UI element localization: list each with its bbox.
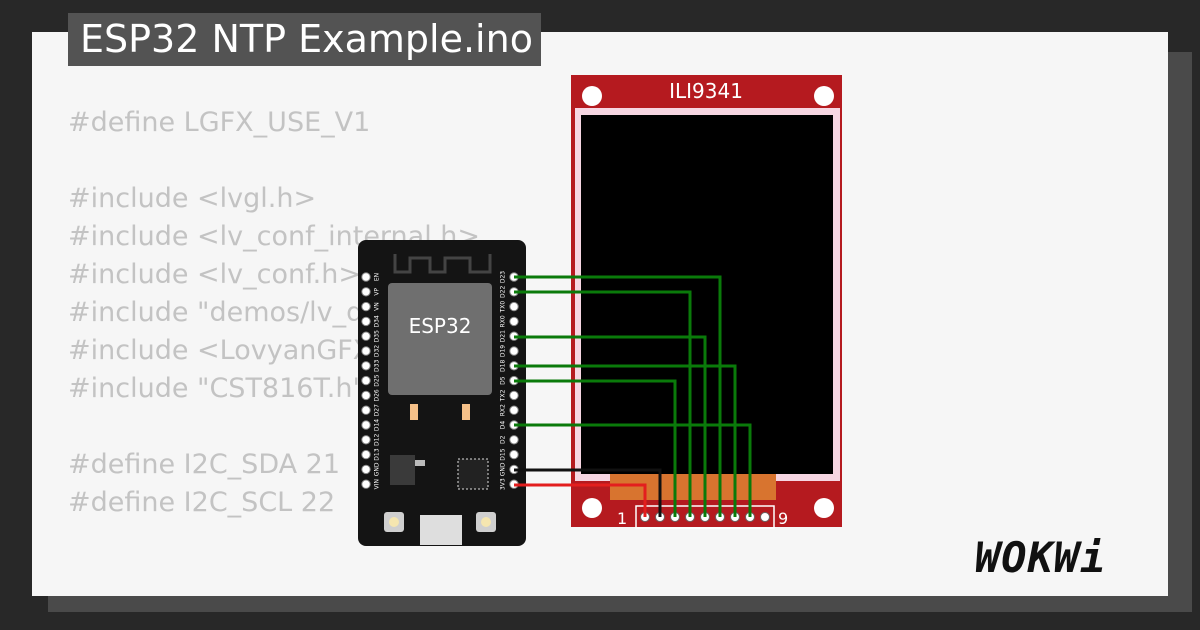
antenna-trace [393, 254, 492, 274]
pin-label: VN [374, 302, 381, 311]
code-line: #define LGFX_USE_V1 [68, 107, 371, 138]
wire-green[interactable] [514, 335, 707, 517]
header-pin[interactable] [361, 331, 371, 341]
screen [581, 115, 833, 474]
pin-label: D23 [500, 271, 507, 283]
header-pin[interactable] [361, 405, 371, 415]
pin-label: D26 [374, 389, 381, 401]
header-pin[interactable] [509, 301, 519, 312]
mount-hole [582, 498, 602, 518]
header-pin[interactable] [509, 449, 519, 460]
pin-label: RX0 [500, 315, 507, 327]
regulator-pin [415, 460, 425, 466]
pin-label: D2 [500, 435, 507, 444]
pin-label: D21 [500, 330, 507, 342]
pin-label: VP [374, 288, 381, 296]
wire-green[interactable] [514, 364, 737, 517]
header-pin[interactable] [361, 464, 371, 475]
pin-label-first: 1 [617, 509, 627, 528]
pin-label: EN [374, 273, 381, 281]
header-pin[interactable] [361, 479, 371, 489]
esp32-board[interactable]: ESP32 [358, 240, 526, 546]
smd-component [462, 404, 470, 420]
display-label: ILI9341 [669, 79, 743, 103]
wire-red[interactable] [514, 483, 647, 517]
pin-label: D25 [374, 374, 381, 386]
header-pin[interactable] [509, 435, 519, 445]
mount-hole [814, 498, 834, 518]
wire-green[interactable] [514, 290, 692, 517]
pin-label: 3V3 [500, 478, 507, 490]
pin-label: D33 [374, 359, 381, 371]
mount-hole [582, 86, 602, 106]
header-pin[interactable] [509, 390, 519, 401]
pin-label: GND [374, 462, 381, 476]
display-pin[interactable] [760, 512, 770, 522]
code-preview: #define LGFX_USE_V1 #include <lvgl.h> #i… [68, 104, 480, 522]
pin-label: VIN [374, 479, 381, 489]
boot-button-cap[interactable] [389, 517, 399, 527]
code-line: #define I2C_SDA 21 [68, 449, 341, 480]
pin-label: D4 [500, 421, 507, 430]
pin-label: D14 [374, 419, 381, 431]
pin-label: RX2 [500, 404, 507, 416]
pin-label: TX0 [500, 301, 507, 314]
pin-label: D12 [374, 433, 381, 445]
smd-component [410, 404, 418, 420]
voltage-regulator [390, 455, 415, 485]
pin-label: D15 [500, 448, 507, 460]
header-pin[interactable] [361, 375, 371, 386]
pin-label: D32 [374, 345, 381, 357]
wire-green[interactable] [514, 275, 722, 517]
wokwi-logo: WOKWi [975, 533, 1107, 582]
pin-label: D13 [374, 448, 381, 460]
code-line: #define I2C_SCL 22 [68, 487, 336, 518]
usb-uart-chip [457, 458, 489, 490]
header-pin[interactable] [509, 316, 519, 327]
code-line: #include "CST816T.h" [68, 373, 365, 404]
header-pin[interactable] [361, 316, 371, 327]
reset-button-cap[interactable] [481, 517, 491, 527]
wire-green[interactable] [514, 423, 752, 517]
ili9341-display[interactable]: ILI9341 1 9 [571, 75, 842, 529]
project-title[interactable]: ESP32 NTP Example.ino [68, 13, 541, 66]
flex-cable [610, 474, 776, 500]
wire-green[interactable] [514, 379, 677, 517]
header-pin[interactable] [509, 405, 519, 415]
pin-label: TX2 [500, 389, 507, 402]
mount-hole [814, 86, 834, 106]
header-pin[interactable] [361, 361, 371, 371]
pin-label: D19 [500, 345, 507, 357]
pin-label: D5 [500, 376, 507, 385]
wire-black[interactable] [514, 468, 662, 517]
pin-label-last: 9 [778, 509, 788, 528]
header-pin[interactable] [361, 420, 371, 430]
header-pin[interactable] [361, 301, 371, 312]
header-pin[interactable] [361, 346, 371, 356]
chip-label: ESP32 [409, 314, 472, 338]
pin-label: D22 [500, 285, 507, 297]
pin-label: D27 [374, 404, 381, 416]
pin-label: GND [500, 462, 507, 476]
header-pin[interactable] [509, 346, 519, 356]
pin-label: D18 [500, 359, 507, 371]
header-pin[interactable] [361, 435, 371, 445]
header-pin[interactable] [361, 272, 371, 282]
usb-port[interactable] [420, 515, 462, 545]
header-pin[interactable] [361, 449, 371, 460]
code-line: #include <lvgl.h> [68, 183, 317, 214]
header-pin[interactable] [361, 390, 371, 401]
wires [514, 275, 752, 517]
pin-label: D34 [374, 315, 381, 327]
header-pin[interactable] [361, 287, 371, 297]
pin-label: D35 [374, 330, 381, 342]
code-line: #include <lv_conf.h> [68, 259, 361, 290]
esp32-module [388, 283, 492, 395]
